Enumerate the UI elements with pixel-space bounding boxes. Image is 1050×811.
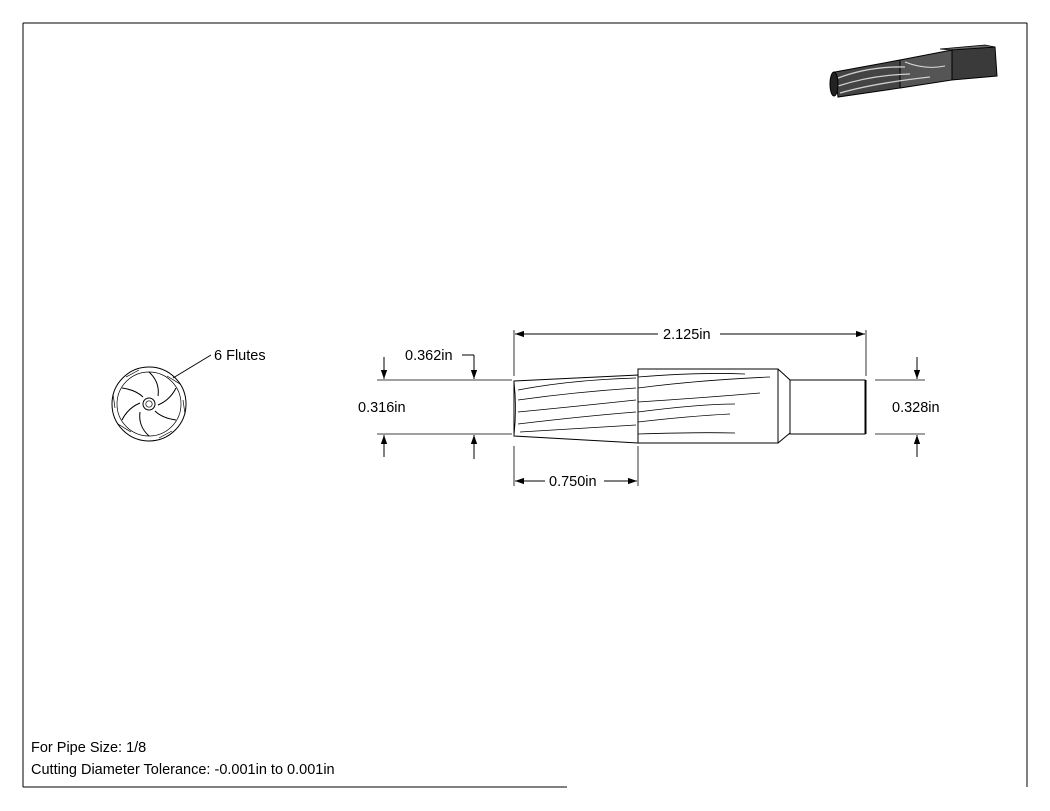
flutes-label: 6 Flutes [214, 348, 266, 364]
dim-large-diameter-text: 0.362in [405, 348, 453, 364]
flute-fins [112, 369, 186, 439]
tolerance-note: Cutting Diameter Tolerance: -0.001in to … [31, 762, 335, 778]
flute-grooves [121, 371, 177, 437]
pipe-size-note: For Pipe Size: 1/8 [31, 740, 147, 756]
dim-overall-length-text: 2.125in [663, 327, 711, 343]
sheet-border [22, 22, 1028, 788]
flutes-leader [172, 354, 212, 379]
extension-lines [377, 330, 925, 486]
isometric-view [829, 44, 998, 98]
dim-small-diameter-text: 0.316in [358, 400, 406, 416]
dim-cutting-length-text: 0.750in [549, 474, 597, 490]
dim-large-diameter [462, 354, 478, 459]
end-view [111, 366, 187, 442]
reamer-side-view [513, 368, 867, 444]
dim-shank-square-text: 0.328in [892, 400, 940, 416]
